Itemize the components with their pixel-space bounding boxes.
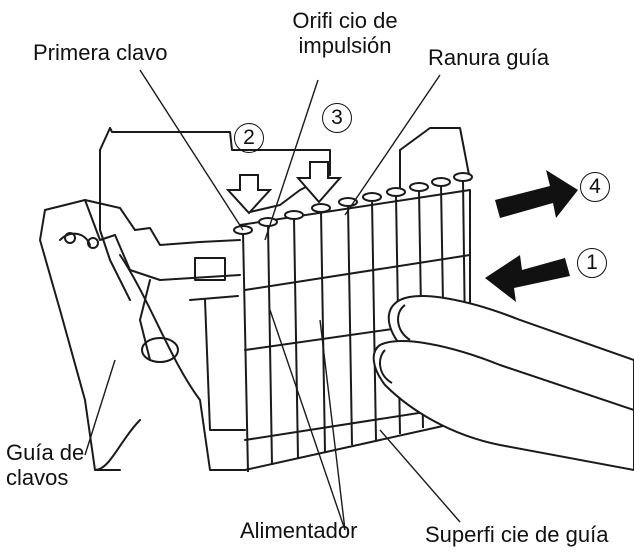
label-alimentador: Alimentador: [240, 518, 358, 543]
label-orificio-line2: impulsión: [298, 33, 392, 59]
leader-lines: [84, 69, 461, 531]
label-primera-clavo: Primera clavo: [33, 40, 168, 65]
label-guia-line1: Guía de: [6, 440, 85, 465]
step-2-marker: 2: [234, 123, 264, 153]
label-ranura-guia: Ranura guía: [428, 45, 550, 70]
nail: [362, 192, 382, 441]
hand: [372, 295, 634, 472]
right-arrow-icon: [495, 170, 578, 218]
nail: [258, 217, 278, 466]
label-guia-line2: clavos: [6, 465, 69, 491]
label-superficie-de-guia: Superfi cie de guía: [425, 522, 609, 547]
nail: [284, 210, 304, 459]
nail: [338, 197, 358, 446]
down-arrow-icon: [225, 174, 273, 215]
nail-guide-part: [39, 199, 246, 471]
label-orificio: Orifi cio de impulsión: [270, 8, 420, 59]
step-3-marker: 3: [322, 103, 352, 133]
step-1-marker: 1: [577, 248, 607, 278]
step-4-marker: 4: [580, 172, 610, 202]
left-arrow-icon: [485, 255, 570, 302]
down-arrow-icon: [295, 161, 343, 204]
label-guia-de-clavos: Guía de clavos: [6, 440, 84, 491]
label-orificio-line1: Orifi cio de: [292, 8, 398, 33]
nail: [311, 203, 331, 453]
